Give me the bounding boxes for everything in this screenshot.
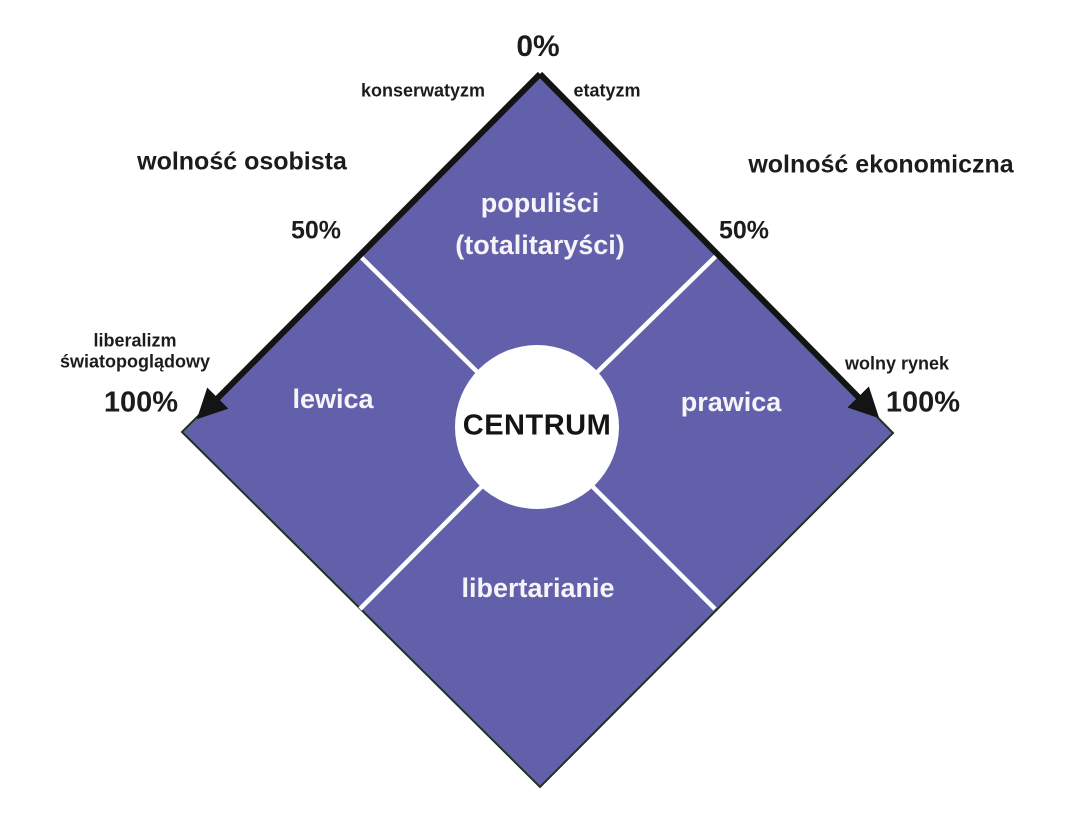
prawica-quadrant-label: prawica [680, 387, 782, 418]
center-circle [455, 345, 619, 509]
konserwatyzm-label: konserwatyzm [360, 80, 486, 101]
totalitarysci-line: (totalitaryści) [455, 230, 625, 260]
lewica-quadrant-label: lewica [292, 384, 374, 415]
personal-axis-title: wolność osobista [137, 147, 347, 176]
personal-axis-50-label: 50% [290, 216, 342, 245]
liberalizm-swiatopogladowy-label: liberalizm światopoglądowy [60, 330, 210, 371]
economic-axis-title: wolność ekonomiczna [748, 150, 1014, 179]
axis-origin-label: 0% [516, 29, 560, 63]
etatyzm-label: etatyzm [573, 80, 641, 101]
personal-axis-arrow [196, 71, 543, 420]
centrum-label: CENTRUM [462, 409, 612, 442]
swiatopogladowy-line: światopoglądowy [59, 351, 211, 371]
libertarianie-quadrant-label: libertarianie [461, 573, 615, 604]
personal-axis-100-label: 100% [103, 386, 179, 419]
populisci-line: populiści [480, 188, 600, 219]
economic-axis-arrow [537, 71, 880, 419]
wolny-rynek-label: wolny rynek [844, 353, 950, 374]
liberalizm-line: liberalizm [93, 330, 177, 351]
populisci-quadrant-label: populiści (totalitaryści) [455, 183, 625, 267]
economic-axis-50-label: 50% [718, 216, 770, 245]
economic-axis-100-label: 100% [885, 386, 961, 419]
